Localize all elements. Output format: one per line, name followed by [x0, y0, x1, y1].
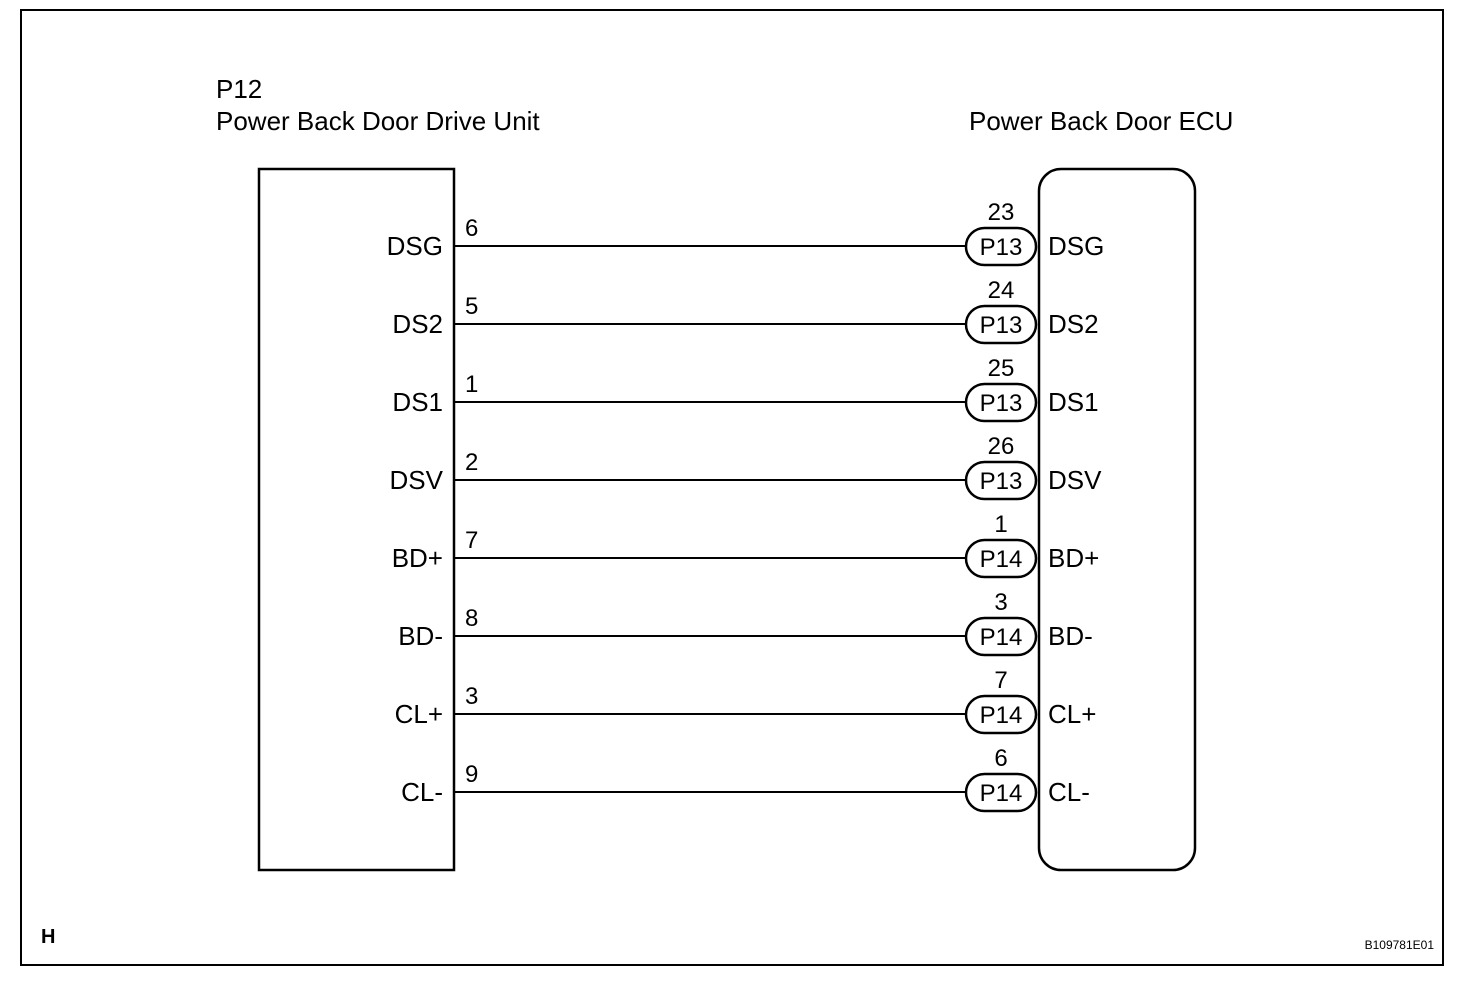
left-terminal-label: DS1 — [392, 387, 443, 417]
connector-pill — [964, 694, 1038, 735]
connector-pill — [964, 772, 1038, 813]
left-terminal-label: CL- — [401, 777, 443, 807]
right-terminal-label: DSV — [1048, 465, 1102, 495]
connector-pill — [964, 460, 1038, 501]
connector-code: P14 — [980, 780, 1023, 807]
ecu-box — [1037, 167, 1197, 872]
right-terminal-label: DS2 — [1048, 309, 1099, 339]
left-connector-code: P12 — [216, 74, 262, 104]
connector-pill — [964, 382, 1038, 423]
right-terminal-label: BD+ — [1048, 543, 1099, 573]
right-terminal-label: DS1 — [1048, 387, 1099, 417]
right-terminal-label: DSG — [1048, 231, 1104, 261]
right-pin-number: 24 — [988, 277, 1015, 304]
left-terminal-label: CL+ — [395, 699, 443, 729]
diagram-frame — [20, 9, 1444, 966]
right-pin-number: 3 — [994, 589, 1007, 616]
left-terminal-label: BD- — [398, 621, 443, 651]
left-pin-number: 8 — [465, 605, 478, 632]
corner-letter: H — [41, 926, 55, 948]
left-pin-number: 2 — [465, 449, 478, 476]
connector-code: P14 — [980, 546, 1023, 573]
left-terminal-label: BD+ — [392, 543, 443, 573]
right-pin-number: 7 — [994, 667, 1007, 694]
connector-pill — [964, 226, 1038, 267]
right-pin-number: 25 — [988, 355, 1015, 382]
connector-code: P13 — [980, 312, 1023, 339]
left-terminal-label: DSV — [390, 465, 444, 495]
connector-pill — [964, 616, 1038, 657]
right-unit-name: Power Back Door ECU — [969, 106, 1233, 136]
connector-code: P14 — [980, 624, 1023, 651]
right-terminal-label: CL- — [1048, 777, 1090, 807]
right-terminal-label: CL+ — [1048, 699, 1096, 729]
right-pin-number: 1 — [994, 511, 1007, 538]
right-pin-number: 6 — [994, 745, 1007, 772]
left-terminal-label: DS2 — [392, 309, 443, 339]
connector-code: P13 — [980, 468, 1023, 495]
right-pin-number: 23 — [988, 199, 1015, 226]
left-pin-number: 1 — [465, 371, 478, 398]
left-unit-name: Power Back Door Drive Unit — [216, 106, 540, 136]
connector-pill — [964, 304, 1038, 345]
left-pin-number: 9 — [465, 761, 478, 788]
right-pin-number: 26 — [988, 433, 1015, 460]
drive-unit-box — [257, 167, 456, 872]
left-pin-number: 3 — [465, 683, 478, 710]
connector-code: P13 — [980, 234, 1023, 261]
connector-code: P13 — [980, 390, 1023, 417]
left-pin-number: 6 — [465, 215, 478, 242]
left-terminal-label: DSG — [387, 231, 443, 261]
connector-pill — [964, 538, 1038, 579]
left-pin-number: 5 — [465, 293, 478, 320]
figure-id: B109781E01 — [1365, 938, 1435, 952]
connector-code: P14 — [980, 702, 1023, 729]
left-pin-number: 7 — [465, 527, 478, 554]
right-terminal-label: BD- — [1048, 621, 1093, 651]
